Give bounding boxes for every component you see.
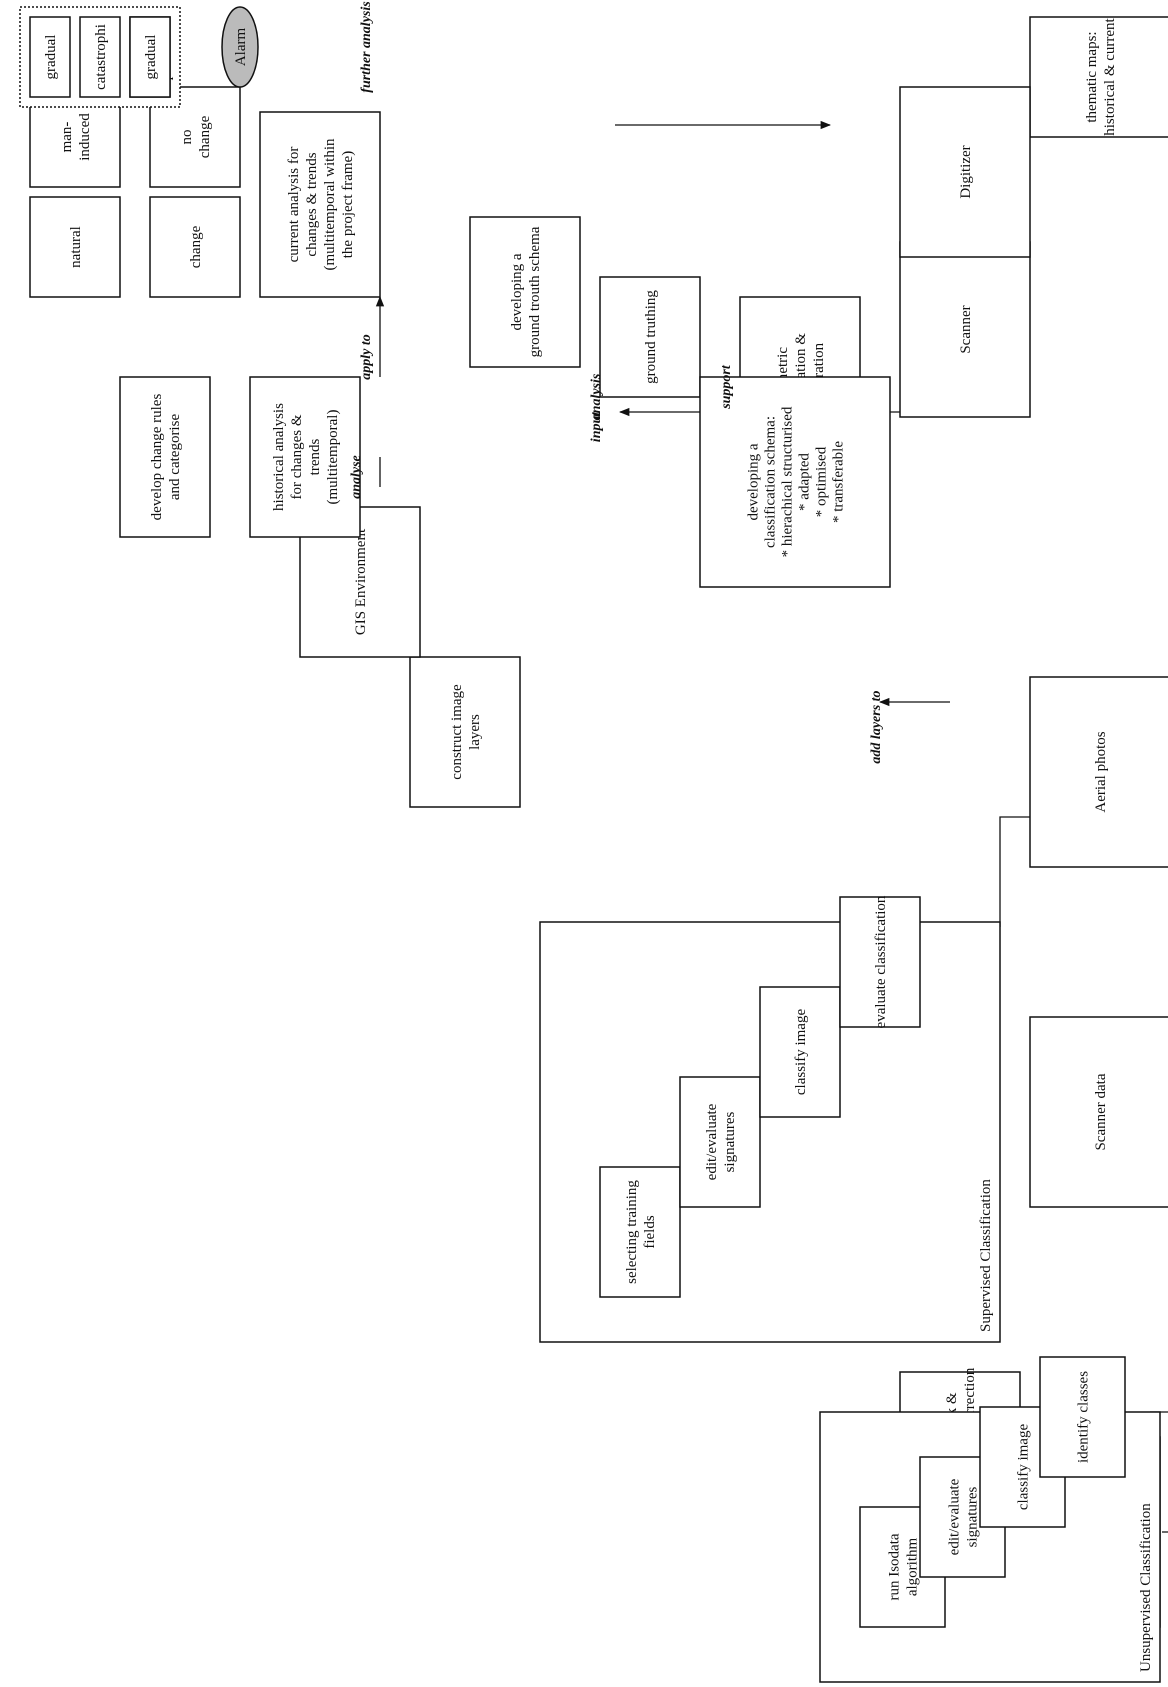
catastrophi-node-1-frame xyxy=(79,16,121,98)
gradual-node-2: gradual xyxy=(129,16,171,98)
unsupervised-step-4-frame xyxy=(1039,1356,1126,1478)
digitizer-node-frame xyxy=(899,86,1031,258)
change-rules-node-frame xyxy=(119,376,211,538)
edge-label-analysis: analysis xyxy=(589,373,604,420)
gradual-node-2-label: gradual xyxy=(143,35,159,80)
edge-label-support: support xyxy=(719,364,734,410)
catastrophi-node-1-label: catastrophi xyxy=(93,24,109,90)
alarm-node: Alarm xyxy=(221,6,259,88)
supervised-title: Supervised Classification xyxy=(978,1179,994,1332)
gradual-node-1-label: gradual xyxy=(43,35,59,80)
supervised-step-3-frame xyxy=(759,986,841,1118)
aerial-photos-node-label: Aerial photos xyxy=(1093,731,1109,812)
edge-label-input: input xyxy=(589,411,604,442)
change-node-frame xyxy=(149,196,241,298)
gis-node: GIS Environment xyxy=(299,506,421,658)
alarm-label: Alarm xyxy=(233,28,249,67)
construct-layers-node-frame xyxy=(409,656,521,808)
scanner-node-label: Scanner xyxy=(958,305,974,353)
current-analysis-node-frame xyxy=(259,111,381,298)
scanner-data-node-frame xyxy=(1029,1016,1168,1208)
ground-truthing-node-frame xyxy=(599,276,701,398)
change-node-label: change xyxy=(188,225,204,268)
supervised-step-4: evaluate classification xyxy=(839,895,921,1028)
scanner-data-node: Scanner data xyxy=(1029,1016,1168,1208)
unsupervised-step-4: identify classes xyxy=(1039,1356,1126,1478)
scanner-data-node-label: Scanner data xyxy=(1093,1073,1109,1150)
supervised-step-4-label: evaluate classification xyxy=(873,895,889,1028)
supervised-step-4-frame xyxy=(839,896,921,1028)
ground-truthing-node: ground truthing xyxy=(599,276,701,398)
supervised-step-3-label: classify image xyxy=(793,1009,809,1096)
supervised-step-1-frame xyxy=(599,1166,681,1298)
classification-schema-node-label: developing aclassification schema:* hier… xyxy=(746,406,847,557)
supervised-step-3: classify image xyxy=(759,986,841,1118)
supervised-step-2-frame xyxy=(679,1076,761,1208)
natural-node-label: natural xyxy=(68,226,84,268)
edge-label-apply-to: apply to xyxy=(359,334,374,380)
edge-label-add-layers: add layers to xyxy=(869,690,884,763)
unsupervised-title: Unsupervised Classification xyxy=(1138,1503,1154,1672)
historical-analysis-node-frame xyxy=(249,376,361,538)
edge-label-further-analysis: further analysis xyxy=(359,1,374,93)
man-induced-node-label: man-induced xyxy=(59,113,93,161)
alarm-frame xyxy=(221,6,259,88)
unsupervised-step-3-label: classify image xyxy=(1016,1424,1032,1511)
thematic-maps-node-label: thematic maps:historical & current xyxy=(1084,17,1118,135)
scanner-node: Scanner xyxy=(899,241,1031,418)
classification-schema-node: developing aclassification schema:* hier… xyxy=(699,376,891,588)
edge-label-analyse: analyse xyxy=(349,455,364,499)
thematic-maps-node-frame xyxy=(1029,16,1168,138)
ground-truthing-node-label: ground truthing xyxy=(643,290,659,384)
change-node: change xyxy=(149,196,241,298)
gradual-node-1: gradual xyxy=(29,16,71,98)
gradual-node-2-frame xyxy=(129,16,171,98)
digitizer-node-label: Digitizer xyxy=(958,145,974,198)
gis-node-label: GIS Environment xyxy=(353,528,369,635)
digitizer-node: Digitizer xyxy=(899,86,1031,258)
natural-node-frame xyxy=(29,196,121,298)
natural-node: natural xyxy=(29,196,121,298)
thematic-maps-node: thematic maps:historical & current xyxy=(1029,16,1168,138)
no-change-node-frame xyxy=(149,86,241,188)
aerial-photos-node-frame xyxy=(1029,676,1168,868)
ground-truth-schema-node-frame xyxy=(469,216,581,368)
classification-schema-node-frame xyxy=(699,376,891,588)
edge-satellite-to-cloudmask xyxy=(1162,1497,1168,1533)
aerial-photos-node: Aerial photos xyxy=(1029,676,1168,868)
unsupervised-step-4-label: identify classes xyxy=(1076,1371,1092,1463)
gradual-node-1-frame xyxy=(29,16,71,98)
catastrophi-node-1: catastrophi xyxy=(79,16,121,98)
